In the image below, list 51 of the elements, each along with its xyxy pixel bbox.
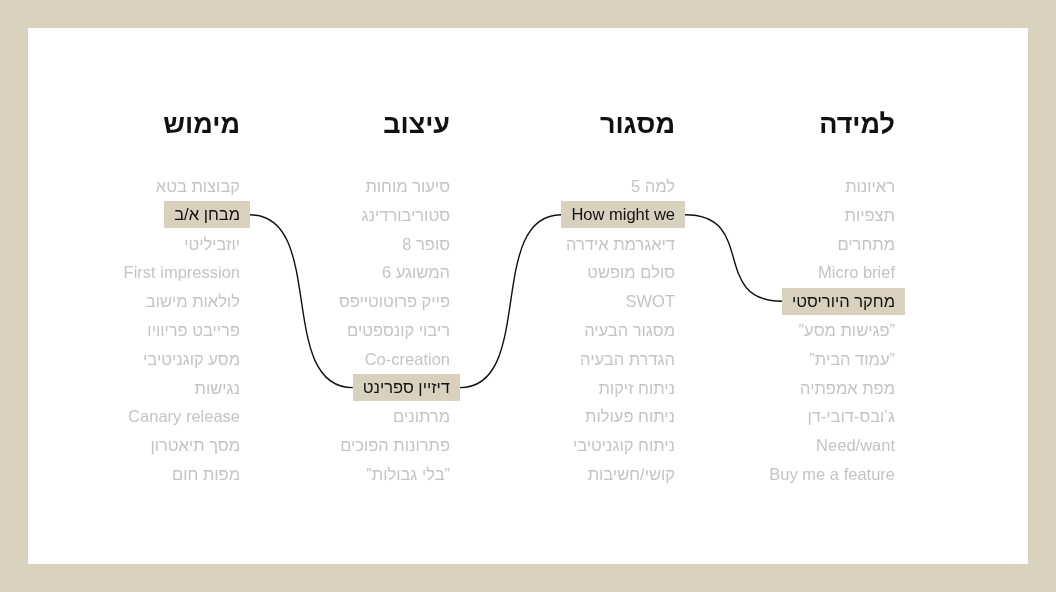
method-label: ניתוח קוגניטיבי	[572, 435, 675, 457]
method-label: ”בלי גבולות”	[366, 464, 450, 485]
column-heading: למידה	[819, 108, 895, 141]
method-label: תצפיות	[844, 204, 895, 226]
connector-curve	[684, 214, 783, 302]
method-label: מסגור הבעיה	[584, 320, 675, 341]
method-label: לולאות מישוב	[145, 291, 240, 313]
method-label: מסך תיאטרון	[150, 435, 240, 457]
method-label: פתרונות הפוכים	[340, 435, 450, 457]
method-label: מתחרים	[837, 233, 895, 255]
highlight-box: דיזיין ספרינט	[352, 374, 460, 402]
method-label: סיעור מוחות	[365, 176, 450, 197]
column-heading: עיצוב	[383, 108, 450, 141]
connector-curve	[249, 214, 354, 389]
method-label: סטוריבורדינג	[361, 204, 450, 226]
method-label: קבוצות בטא	[155, 176, 240, 197]
method-label: דיאגרמת אידרה	[566, 233, 675, 255]
column-heading: מסגור	[599, 108, 675, 141]
method-label: First impression	[123, 262, 240, 284]
method-label: קושי/חשיבות	[587, 464, 675, 485]
method-label: ”פגישות מסע”	[798, 320, 895, 341]
method-label: ג’ובס-דובי-דן	[807, 406, 895, 428]
method-label: מרתונים	[393, 406, 450, 428]
highlight-box: מחקר היוריסטי	[782, 287, 905, 315]
method-label: מפות חום	[172, 464, 240, 485]
method-label: סולם מופשט	[587, 262, 675, 284]
method-label: Co-creation	[364, 348, 450, 370]
method-label: Canary release	[128, 406, 240, 428]
connector-curve	[459, 214, 563, 389]
method-label: המשוגע 6	[382, 262, 450, 284]
method-label: מפת אמפתיה	[800, 377, 895, 399]
method-label: למה 5	[631, 176, 675, 197]
method-label: פרייבט פריוויו	[147, 320, 240, 341]
method-label: פייק פרוטוטייפס	[338, 291, 450, 313]
method-label: Buy me a feature	[769, 464, 895, 485]
method-label: ”עמוד הבית”	[809, 348, 895, 370]
method-label: ניתוח פעולות	[585, 406, 675, 428]
method-label: ניתוח זיקות	[598, 377, 675, 399]
method-label: הגדרת הבעיה	[580, 348, 675, 370]
method-label: ריבוי קונספטים	[347, 320, 450, 341]
method-label: יוזביליטי	[184, 233, 240, 255]
method-label: נגישות	[194, 377, 240, 399]
method-label: מסע קוגניטיבי	[143, 348, 240, 370]
method-label: סופר 8	[402, 233, 450, 255]
column-heading: מימוש	[163, 108, 240, 141]
method-label: SWOT	[625, 291, 675, 313]
method-label: Need/want	[816, 435, 895, 457]
method-label: ראיונות	[845, 176, 895, 197]
method-label: Micro brief	[818, 262, 895, 284]
highlight-box: מבחן א/ב	[164, 201, 250, 229]
highlight-box: How might we	[561, 201, 685, 229]
